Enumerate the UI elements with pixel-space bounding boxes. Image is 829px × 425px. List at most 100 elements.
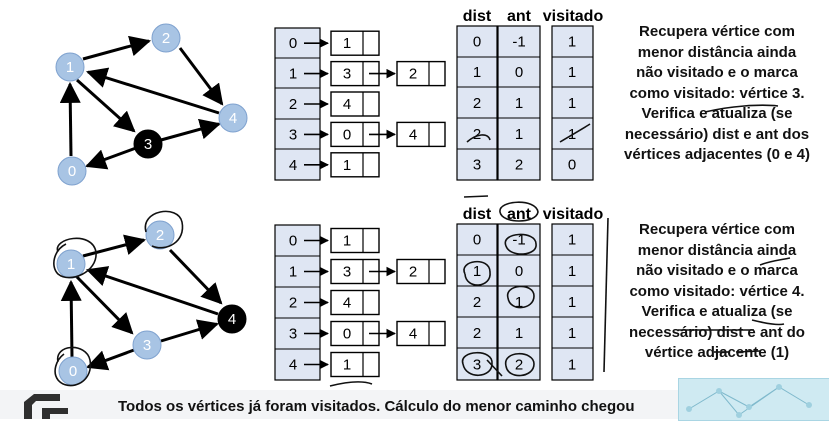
note-line: Verifica e atualiza (se [641, 105, 793, 122]
adjacency-structure [274, 27, 321, 381]
note-line: menor distância ainda [637, 43, 797, 61]
list-node-value: 3 [343, 66, 351, 83]
note-line: necessário) dist e ant dos [624, 125, 810, 143]
node-1: 1 [56, 249, 86, 279]
dist-cell: 2 [473, 95, 481, 112]
node-3: 3 [133, 129, 163, 159]
dist-cell: 1 [473, 263, 481, 280]
svg-text:4: 4 [228, 311, 236, 328]
vertex-index: 3 [289, 126, 297, 143]
graph-bottom: 1 2 4 3 0 [56, 220, 247, 386]
vertex-index: 0 [289, 35, 297, 52]
dist-cell: 2 [473, 294, 481, 311]
edge-1-3 [74, 274, 134, 335]
vertex-index: 3 [289, 326, 297, 343]
note-line: menor distância ainda [637, 241, 797, 259]
list-node [396, 60, 446, 87]
node-2: 2 [145, 220, 175, 250]
node-1: 1 [55, 52, 85, 82]
vertex-index: 4 [289, 357, 297, 374]
list-node [330, 152, 380, 178]
node-3: 3 [132, 330, 162, 360]
vertex-index: 0 [289, 233, 297, 250]
visitado-cell: 1 [568, 64, 576, 81]
note-line: necessário) dist e ant do [629, 323, 805, 341]
list-node [330, 91, 380, 117]
svg-text:0: 0 [69, 363, 77, 380]
dist-cell: 1 [473, 64, 481, 81]
note-line: como visitado: vértice 4. [629, 282, 805, 300]
list-node-value: 1 [343, 35, 351, 52]
table-headers-top: dist ant visitado [463, 8, 604, 25]
edge-3-0 [86, 348, 135, 371]
edge-2-4 [178, 47, 224, 106]
visitado-cell: 1 [568, 356, 576, 373]
header-visitado: visitado [543, 206, 604, 223]
list-node-value: 3 [343, 264, 351, 281]
edge-2-4 [168, 248, 223, 305]
note-line: como visitado: vértice 3. [629, 84, 805, 102]
edge-4-1 [85, 67, 220, 115]
edge-4-1 [86, 266, 219, 316]
network-icon [686, 384, 812, 418]
list-node-value: 4 [409, 126, 417, 143]
edge-1-2 [82, 234, 147, 258]
footer-text: Todos os vértices já foram visitados. Cá… [118, 398, 635, 415]
list-node [330, 227, 380, 254]
header-dist: dist [463, 206, 492, 223]
dist-cell: 3 [473, 157, 481, 174]
edge-3-4 [160, 118, 222, 142]
dist-cell: 2 [473, 325, 481, 342]
visitado-cell: 1 [568, 263, 576, 280]
header-ant: ant [507, 206, 532, 223]
table-headers-bottom: dist ant visitado [463, 206, 604, 223]
ant-cell: -1 [512, 33, 525, 50]
ant-cell: 2 [515, 356, 523, 373]
svg-text:2: 2 [162, 30, 170, 47]
vertex-index: 1 [289, 66, 297, 83]
edge-1-3 [75, 78, 136, 133]
note-top: Recupera vértice com menor distância ain… [612, 22, 822, 166]
note-line: vértices adjacentes (0 e 4) [624, 146, 810, 163]
ant-cell: -1 [512, 232, 525, 249]
dist-cell: 2 [473, 126, 481, 143]
dist-cell: 0 [473, 33, 481, 50]
node-4: 4 [218, 103, 248, 133]
visitado-cell: 1 [568, 232, 576, 249]
handwritten-marks-graph [53, 210, 184, 387]
list-node [396, 258, 446, 285]
node-0: 0 [57, 156, 87, 186]
list-node-value: 1 [343, 157, 351, 174]
list-node-value: 4 [343, 96, 351, 113]
svg-text:2: 2 [156, 227, 164, 244]
edge-0-1 [59, 81, 81, 157]
svg-text:1: 1 [67, 256, 75, 273]
video-thumbnail[interactable] [678, 378, 829, 421]
svg-text:4: 4 [229, 110, 237, 127]
header-visitado: visitado [543, 8, 604, 25]
vertex-index: 2 [289, 295, 297, 312]
svg-text:3: 3 [144, 136, 152, 153]
list-node-value: 2 [409, 264, 417, 281]
handwritten-underlines-notes [678, 104, 791, 353]
dist-cell: 3 [473, 356, 481, 373]
list-node-value: 0 [343, 326, 351, 343]
ant-cell: 2 [515, 157, 523, 174]
edge-3-4 [160, 319, 220, 343]
list-node [330, 289, 380, 316]
graph-top: 1 2 4 3 0 [55, 23, 248, 186]
edge-0-1 [60, 279, 82, 358]
node-2: 2 [151, 23, 181, 53]
header-ant: ant [507, 8, 532, 25]
svg-text:3: 3 [143, 337, 151, 354]
visitado-cell: 1 [568, 95, 576, 112]
logo-icon [24, 394, 68, 419]
svg-text:0: 0 [68, 163, 76, 180]
list-node [396, 121, 446, 148]
ant-cell: 0 [515, 64, 523, 81]
